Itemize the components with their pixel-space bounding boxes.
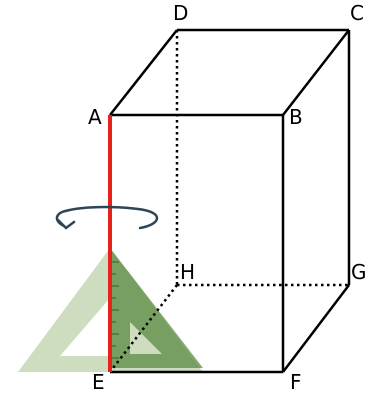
vertex-label-b: B [289,105,303,129]
set-square-dark [110,248,203,368]
visible-edges [109,28,351,374]
vertex-label-f: F [290,370,302,394]
hidden-edges [109,30,349,373]
edge-bc [282,29,350,116]
edge-fg [282,284,350,373]
vertex-label-g: G [351,260,367,284]
vertex-label-h: H [180,260,195,284]
edge-ad [109,29,178,116]
vertex-label-d: D [173,1,188,25]
vertex-label-e: E [92,370,105,394]
rotation-arrow-icon [55,205,159,230]
vertex-label-c: C [350,1,364,25]
vertex-label-a: A [88,105,102,129]
edge-he [109,284,178,373]
